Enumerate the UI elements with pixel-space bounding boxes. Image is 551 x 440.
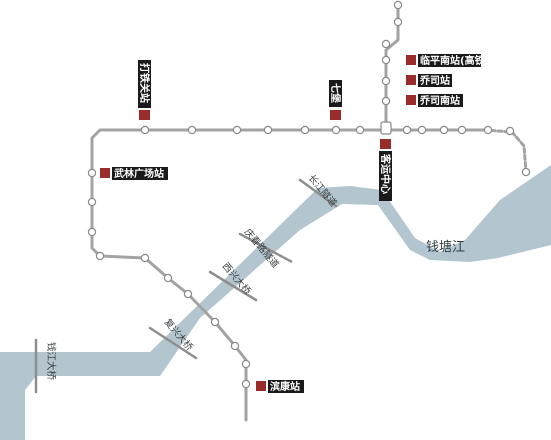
station-dot [87,197,97,207]
station-interchange [380,121,392,135]
station-name: 乔司站 [419,74,450,87]
station-dot [505,126,515,136]
station-label-dalong: 打铁关站 [138,60,151,120]
bridge-fuxing [148,326,198,360]
station-dot [381,76,391,86]
station-dot [183,289,193,299]
bridge-qingchun [238,232,294,264]
station-marker [406,55,416,65]
station-dot [232,125,242,135]
station-label-bg [268,380,304,393]
station-label-bg [112,167,168,180]
station-dot [241,379,251,389]
river: 钱塘江 [0,165,551,440]
station-labels-horizontal: 临平南站(高铁站) 乔司站 乔司南站 武林广场站 滨康站 [100,54,499,393]
station-label-bg [418,94,463,107]
station-label-binkang: 滨康站 [256,380,304,393]
station-label-bg [379,151,392,201]
station-marker [380,139,391,149]
station-dot [241,359,251,369]
station-dots [87,0,531,389]
station-name: 临平南站(高铁站) [420,54,499,67]
station-dot [300,125,310,135]
station-dot [393,17,403,27]
metro-line-extension [482,128,528,174]
station-marker [256,381,266,391]
station-label-keyun: 客运中心 [379,139,392,201]
station-name: 客运中心 [379,153,392,194]
bridge-xixing [208,270,258,302]
station-dot [355,125,365,135]
station-marker [100,168,110,178]
station-marker [330,110,341,120]
station-dot [402,125,412,135]
station-dot [87,168,97,178]
station-label-qibao: 七堡 [329,80,342,120]
station-dot [95,251,105,261]
station-dot [381,39,391,49]
station-dot [457,125,467,135]
river-body [0,165,551,440]
station-label-bg [138,60,151,108]
station-dot [210,317,220,327]
station-marker [406,75,416,85]
station-dot [381,55,391,65]
bridge-changjiang [298,178,338,208]
station-dot [87,227,97,237]
station-dot [521,167,531,177]
station-dot [263,125,273,135]
station-dot [140,125,150,135]
station-label-qiaosi-nan: 乔司南站 [406,94,463,107]
station-dot [381,96,391,106]
station-dot [393,0,403,10]
station-dot [163,273,173,283]
river-label: 钱塘江 [426,239,465,255]
station-dot [417,125,427,135]
station-dot [483,125,493,135]
station-name: 武林广场站 [114,167,164,180]
station-name: 滨康站 [270,380,300,393]
station-dot [439,125,449,135]
station-dot [230,341,240,351]
station-dot [140,253,150,263]
bridges [34,178,338,394]
station-name: 乔司南站 [419,94,460,107]
station-marker [406,95,416,105]
station-label-bg [418,54,481,67]
station-label-linping-nan: 临平南站(高铁站) [406,54,499,67]
station-name: 打铁关站 [138,63,151,103]
station-marker [139,110,150,120]
station-labels-vertical: 打铁关站 七堡 客运中心 [138,60,392,201]
station-label-bg [418,74,452,87]
station-label-bg [329,80,342,107]
station-dot [331,125,341,135]
station-label-qiaosi: 乔司站 [406,74,452,87]
station-dot [187,125,197,135]
station-name: 七堡 [329,83,342,103]
station-label-wulin: 武林广场站 [100,167,168,180]
bridge-qianjiang-label: 钱江大桥 [45,342,57,381]
